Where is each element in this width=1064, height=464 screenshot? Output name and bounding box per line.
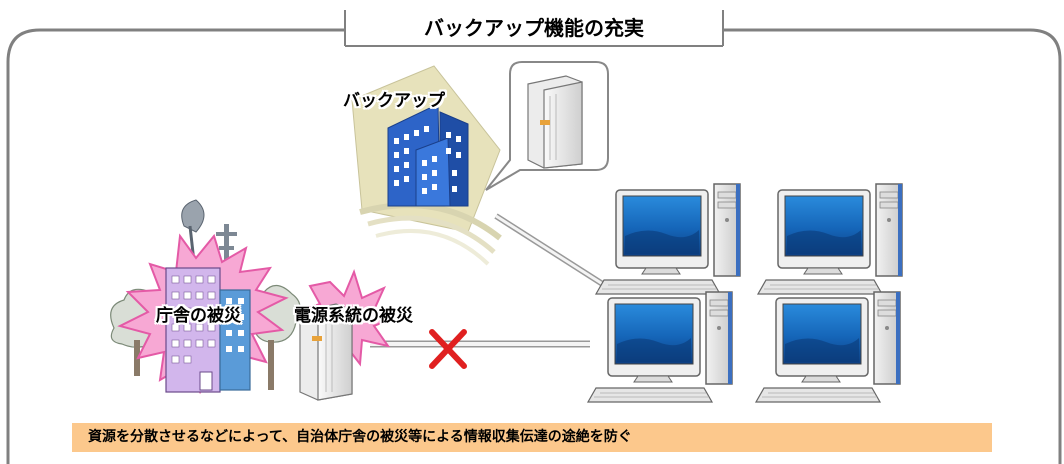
backup-building-icon	[387, 103, 469, 207]
pc-icon	[757, 183, 903, 295]
pc-icon	[587, 291, 733, 403]
power-damage-label: 電源系統の被災	[294, 306, 413, 326]
summary-banner: 資源を分散させるなどによって、自治体庁舎の被災等による情報収集伝達の途絶を防ぐ	[72, 423, 992, 452]
power-server-icon	[299, 303, 353, 401]
office-damage-label: 庁舎の被災	[156, 306, 241, 326]
frame-border-right	[723, 28, 1062, 464]
network-lines	[370, 213, 614, 348]
damaged-office-icon	[165, 267, 251, 393]
title-box	[344, 10, 724, 46]
pc-icon	[755, 291, 901, 403]
backup-server-bubble	[485, 61, 609, 191]
pc-icon	[595, 183, 741, 295]
diagram-title: バックアップ機能の充実	[424, 16, 644, 40]
backup-label: バックアップ	[343, 91, 445, 111]
frame-border	[6, 28, 345, 464]
disconnect-cross-icon	[429, 329, 467, 369]
antenna-icon	[181, 199, 237, 264]
summary-banner-text: 資源を分散させるなどによって、自治体庁舎の被災等による情報収集伝達の途絶を防ぐ	[88, 429, 632, 445]
backup-server-icon	[527, 75, 583, 169]
